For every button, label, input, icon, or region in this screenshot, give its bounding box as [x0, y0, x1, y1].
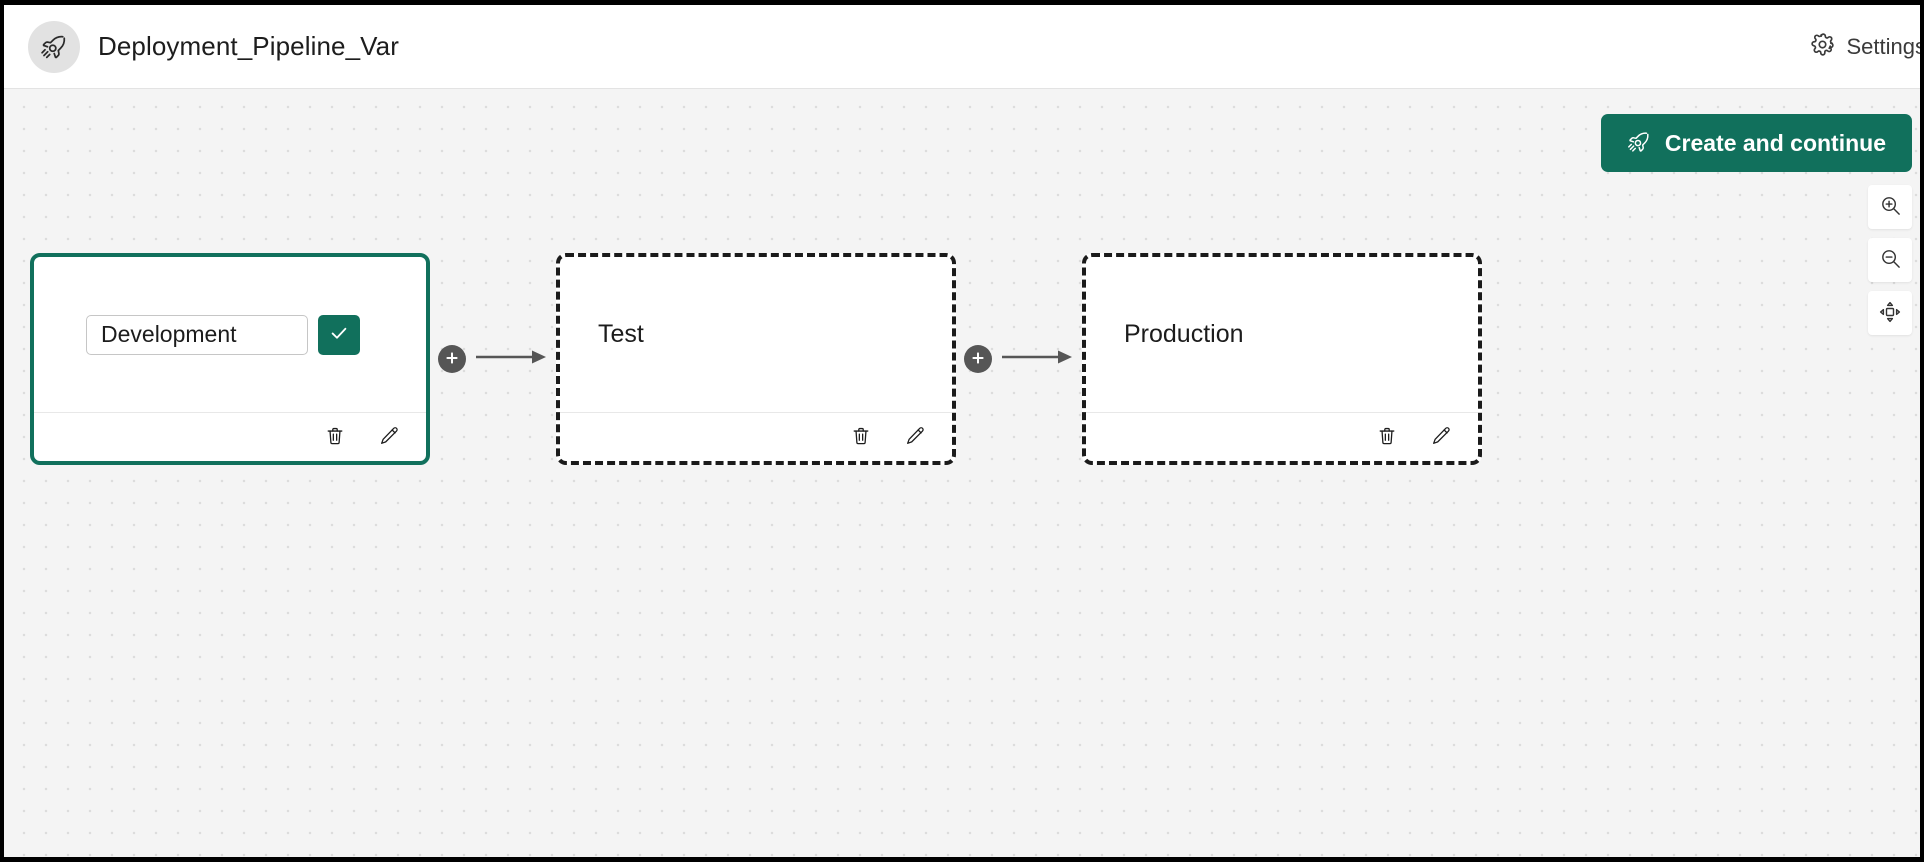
- fit-to-screen-icon: [1878, 300, 1902, 327]
- page-title: Deployment_Pipeline_Var: [98, 31, 399, 61]
- pipeline-connector-2: [956, 345, 1082, 373]
- add-node-button[interactable]: [964, 345, 992, 373]
- pencil-icon: [1430, 425, 1452, 450]
- create-and-continue-label: Create and continue: [1664, 129, 1886, 156]
- add-node-button[interactable]: [438, 345, 466, 373]
- zoom-controls: [1868, 185, 1912, 335]
- plus-icon: [970, 350, 986, 369]
- zoom-in-button[interactable]: [1868, 185, 1912, 229]
- pipeline-node-test[interactable]: Test: [556, 253, 956, 465]
- node-title: Production: [1124, 320, 1244, 348]
- stage-name-input[interactable]: [86, 314, 308, 355]
- node-footer: [560, 412, 952, 461]
- create-and-continue-button[interactable]: Create and continue: [1600, 114, 1912, 172]
- edit-node-button[interactable]: [1426, 422, 1456, 452]
- node-body: [34, 257, 426, 412]
- pipeline-node-production[interactable]: Production: [1082, 253, 1482, 465]
- zoom-out-button[interactable]: [1868, 238, 1912, 282]
- confirm-name-button[interactable]: [318, 314, 360, 355]
- magnifier-minus-icon: [1879, 247, 1902, 273]
- node-body: Production: [1086, 257, 1478, 412]
- pipeline-flow: Test: [4, 253, 1920, 465]
- edit-node-button[interactable]: [374, 422, 404, 452]
- node-footer: [1086, 412, 1478, 461]
- rocket-icon: [1627, 130, 1651, 157]
- pipeline-canvas[interactable]: Create and continue: [4, 89, 1920, 857]
- pipeline-node-development[interactable]: [30, 253, 430, 465]
- magnifier-plus-icon: [1879, 194, 1902, 220]
- fit-view-button[interactable]: [1868, 291, 1912, 335]
- node-title: Test: [598, 320, 644, 348]
- node-footer: [34, 412, 426, 461]
- arrow-right-icon: [476, 348, 548, 371]
- trash-icon: [324, 425, 346, 450]
- node-name-editor: [86, 314, 360, 355]
- app-brand: Deployment_Pipeline_Var: [4, 20, 399, 73]
- pencil-icon: [378, 425, 400, 450]
- pipeline-connector-1: [430, 345, 556, 373]
- arrow-right-icon: [1002, 348, 1074, 371]
- delete-node-button[interactable]: [320, 422, 350, 452]
- trash-icon: [850, 425, 872, 450]
- gear-icon[interactable]: [1810, 32, 1835, 62]
- plus-icon: [444, 350, 460, 369]
- settings-label[interactable]: Settings: [1846, 33, 1924, 59]
- header-actions[interactable]: Settings: [1810, 32, 1924, 62]
- trash-icon: [1376, 425, 1398, 450]
- edit-node-button[interactable]: [900, 422, 930, 452]
- delete-node-button[interactable]: [1372, 422, 1402, 452]
- pencil-icon: [904, 425, 926, 450]
- delete-node-button[interactable]: [846, 422, 876, 452]
- check-icon: [328, 322, 350, 347]
- rocket-icon: [28, 20, 80, 73]
- app-header: Deployment_Pipeline_Var Settings: [4, 5, 1920, 89]
- node-body: Test: [560, 257, 952, 412]
